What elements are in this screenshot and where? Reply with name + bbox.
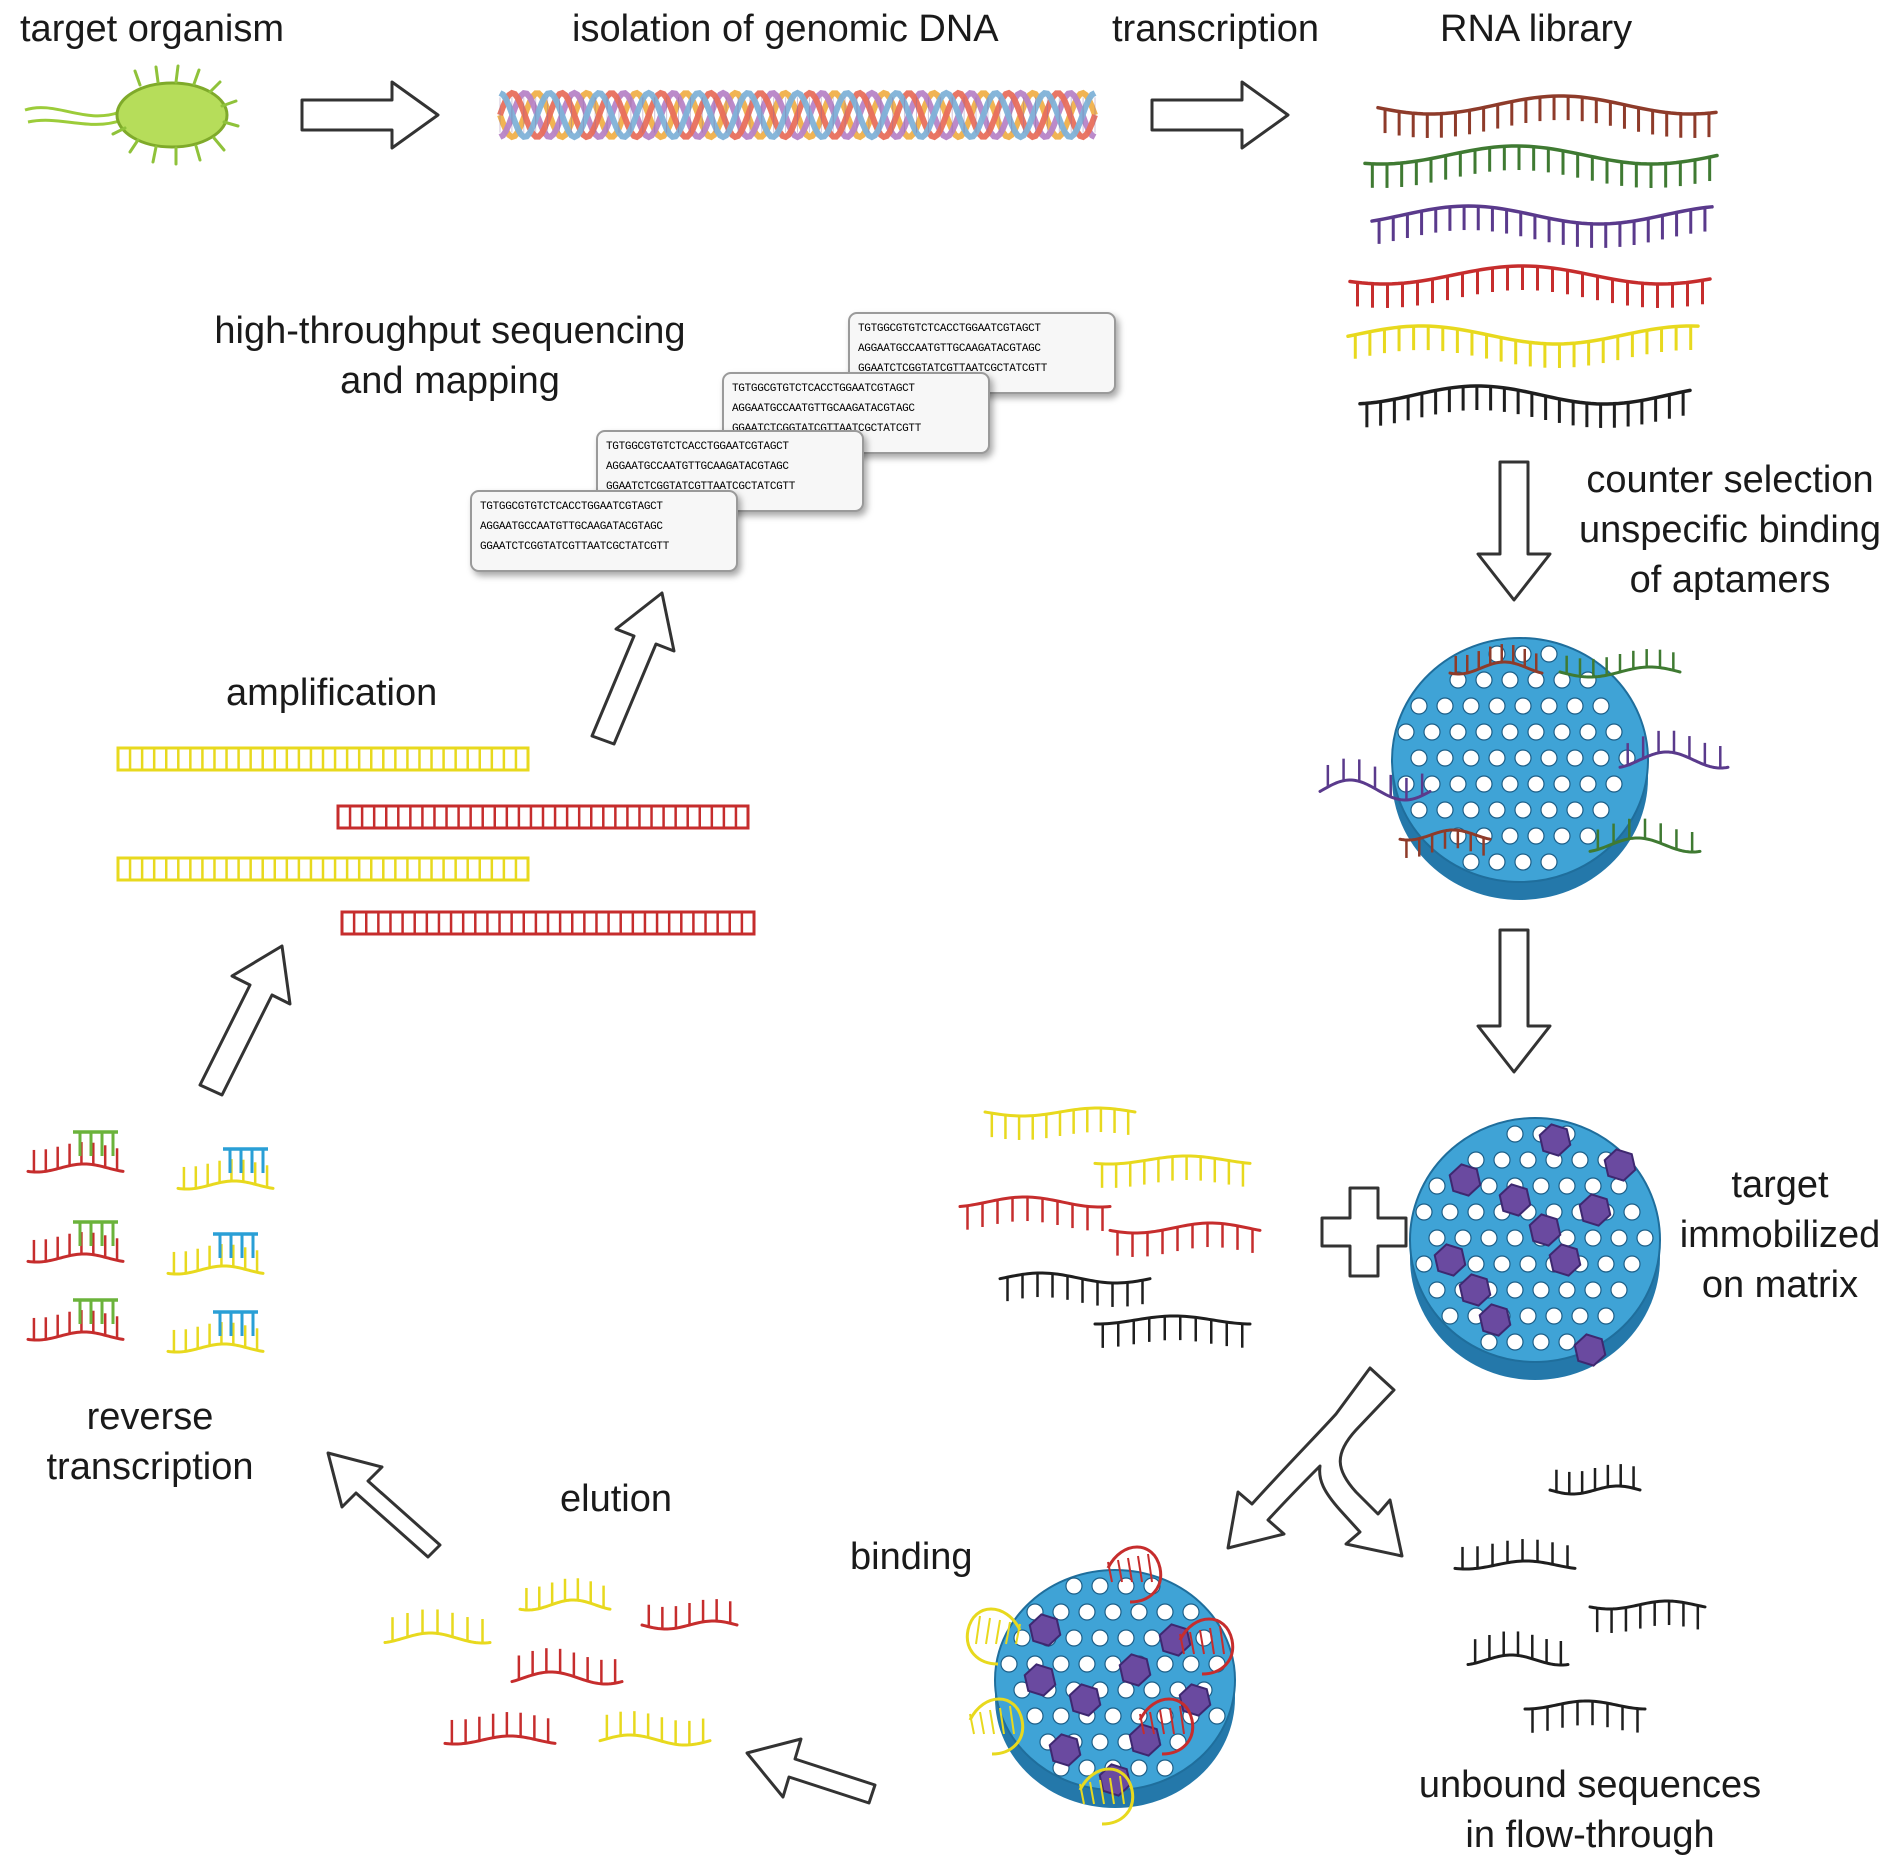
label-counter-selection: counter selection unspecific binding of … [1560,455,1900,605]
target-matrix [1409,1117,1661,1380]
label-line: unspecific binding [1578,509,1882,551]
arrow-to-reverse-transcription [326,1451,442,1559]
label-rna-library: RNA library [1440,8,1633,50]
sequence-line: AGGAATGCCAATGTTGCAAGATACGTAGC [606,461,789,473]
arrow-organism-to-dna [300,80,440,150]
label-target-organism: target organism [20,8,285,50]
split-arrow [1226,1366,1404,1558]
arrow-to-elution [745,1737,877,1805]
sequence-line: AGGAATGCCAATGTTGCAAGATACGTAGC [732,403,915,415]
label-line: transcription [46,1446,254,1488]
bacterium-icon [24,64,240,166]
label-line: reverse [86,1396,214,1438]
label-binding: binding [850,1536,973,1578]
dna-helix-icon [497,89,1098,141]
plus-icon [1320,1186,1408,1278]
sequence-line: TGTGGCGTGTCTCACCTGGAATCGTAGCT [858,323,1041,335]
rna-library [1346,94,1719,428]
counter-selection-matrix [1318,637,1730,900]
binding-matrix [965,1545,1236,1826]
eluted-aptamers [383,1578,739,1747]
label-line: in flow-through [1465,1814,1715,1856]
sequence-line: GGAATCTCGGTATCGTTAATCGCTATCGTT [480,541,670,553]
arrow-to-counter-selection [1476,460,1552,602]
reverse-transcription-products [26,1130,275,1354]
label-line: counter selection [1586,459,1874,501]
arrow-transcription [1150,80,1290,150]
aptamer-pool [958,1106,1262,1348]
sequence-line: TGTGGCGTGTCTCACCTGGAATCGTAGCT [732,383,915,395]
label-elution: elution [560,1478,672,1520]
label-unbound-sequences: unbound sequences in flow-through [1390,1760,1790,1860]
sequence-line: AGGAATGCCAATGTTGCAAGATACGTAGC [858,343,1041,355]
label-line: of aptamers [1629,559,1831,601]
label-line: unbound sequences [1418,1764,1762,1806]
label-isolation-genomic-dna: isolation of genomic DNA [572,8,999,50]
arrow-to-amplification [198,944,292,1097]
label-line: on matrix [1701,1264,1859,1306]
amplification-products [116,746,756,936]
sequence-card: TGTGGCGTGTCTCACCTGGAATCGTAGCT AGGAATGCCA… [470,490,738,572]
sequence-line: TGTGGCGTGTCTCACCTGGAATCGTAGCT [606,441,789,453]
label-line: immobilized [1679,1214,1881,1256]
label-sequencing: high-throughput sequencing and mapping [170,306,730,406]
label-line: high-throughput sequencing [214,310,686,352]
label-line: target [1731,1164,1829,1206]
sequence-line: TGTGGCGTGTCTCACCTGGAATCGTAGCT [480,501,663,513]
label-transcription: transcription [1112,8,1319,50]
unbound-sequences [1453,1464,1707,1733]
label-target-immobilized: target immobilized on matrix [1660,1160,1900,1310]
label-line: and mapping [340,360,560,402]
sequence-line: AGGAATGCCAATGTTGCAAGATACGTAGC [480,521,663,533]
arrow-to-sequencing [590,591,676,746]
label-reverse-transcription: reverse transcription [20,1392,280,1492]
label-amplification: amplification [226,672,438,714]
arrow-to-target [1476,928,1552,1074]
